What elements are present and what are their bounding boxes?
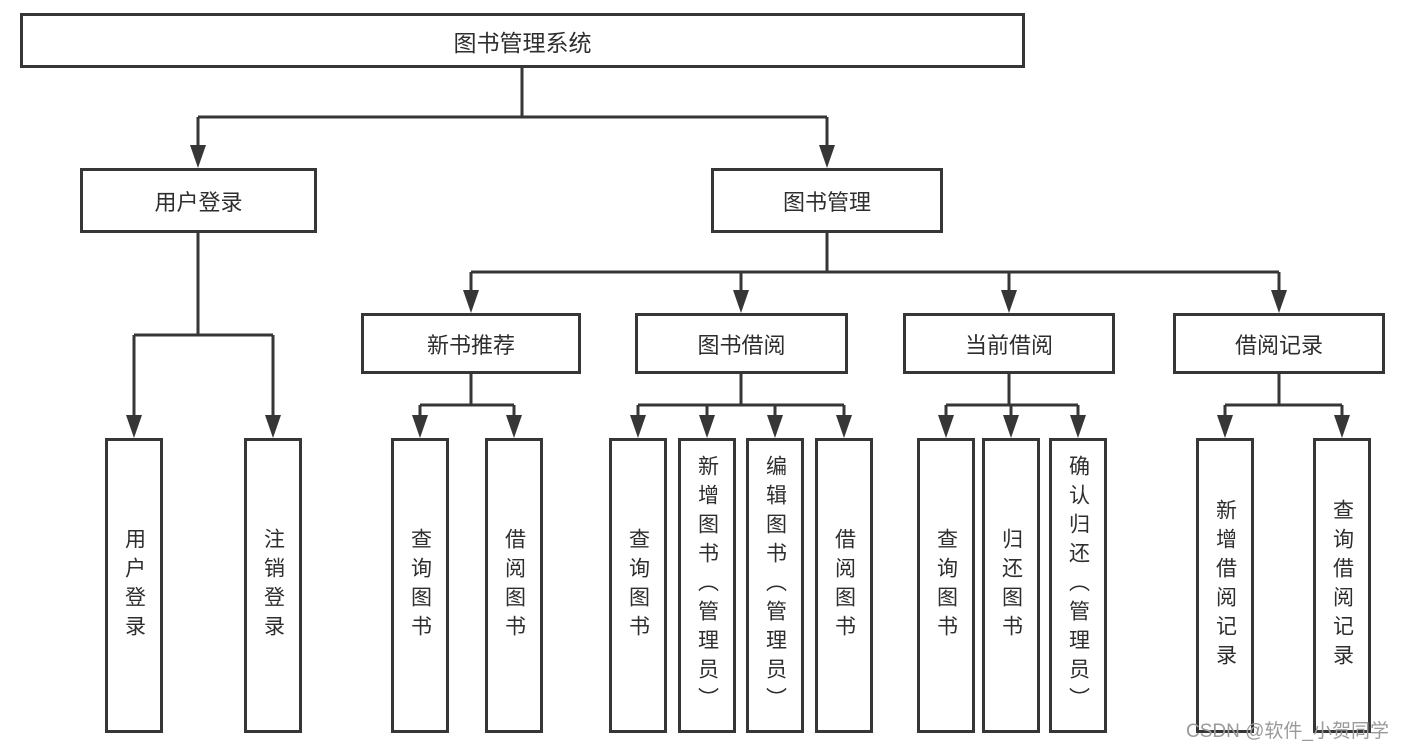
node-label: 图书管理 [782,189,871,215]
arrowheads [126,145,1350,438]
arrowhead [767,415,783,438]
leaf-user-login: 用户登录 [105,438,163,733]
leaf-query-borrow-record: 查询借阅记录 [1313,438,1371,733]
arrowhead [126,415,142,438]
node-new-book-recommend: 新书推荐 [361,313,581,374]
node-label: 当前借阅 [964,332,1053,358]
arrowhead [630,415,646,438]
leaf-label: 查询图书 [934,527,958,644]
connector-book-borrow-children [636,374,846,416]
connector-book-management-children [469,233,1281,291]
arrowhead [1271,290,1287,313]
node-user-login: 用户登录 [80,168,317,233]
node-label: 图书管理系统 [453,29,592,56]
arrowhead [1217,415,1233,438]
leaf-borrow-books: 借阅图书 [815,438,873,733]
leaf-query-books-borrow: 查询图书 [609,438,667,733]
arrowhead [412,415,428,438]
node-label: 新书推荐 [426,332,515,358]
leaf-query-books-recommend: 查询图书 [391,438,449,733]
arrowhead [190,145,206,168]
leaf-label: 借阅图书 [502,527,526,644]
node-current-borrow: 当前借阅 [903,313,1115,374]
arrowhead [836,415,852,438]
leaf-label: 查询借阅记录 [1330,498,1354,673]
leaf-label: 查询图书 [408,527,432,644]
leaf-borrow-books-recommend: 借阅图书 [485,438,543,733]
connector-root-to-level1 [196,68,829,146]
arrowhead [265,415,281,438]
arrowhead [506,415,522,438]
node-root-library-system: 图书管理系统 [20,13,1025,68]
arrowhead [938,415,954,438]
node-label: 用户登录 [154,189,243,215]
arrowhead [463,290,479,313]
leaf-label: 新增图书（管理员） [695,455,719,716]
leaf-label: 用户登录 [122,527,146,644]
arrowhead [1334,415,1350,438]
node-book-management: 图书管理 [711,168,943,233]
leaf-confirm-return-admin: 确认归还（管理员） [1049,438,1107,733]
leaf-label: 确认归还（管理员） [1066,455,1090,716]
leaf-label: 归还图书 [999,527,1023,644]
csdn-watermark: CSDN @软件_小贺同学 [1186,721,1389,742]
arrowhead [699,415,715,438]
connector-new-book-recommend-children [418,374,516,416]
node-book-borrow: 图书借阅 [635,313,848,374]
connector-paths [132,68,1344,416]
leaf-label: 注销登录 [261,527,285,644]
node-label: 图书借阅 [697,332,786,358]
connector-current-borrow-children [944,374,1080,416]
leaf-edit-books-admin: 编辑图书（管理员） [746,438,804,733]
connector-user-login-children [132,233,275,416]
leaf-add-books-admin: 新增图书（管理员） [678,438,736,733]
connector-borrow-records-children [1223,374,1344,416]
leaf-label: 借阅图书 [832,527,856,644]
leaf-return-books: 归还图书 [982,438,1040,733]
leaf-logout: 注销登录 [244,438,302,733]
leaf-add-borrow-record: 新增借阅记录 [1196,438,1254,733]
arrowhead [819,145,835,168]
arrowhead [1070,415,1086,438]
leaf-label: 编辑图书（管理员） [763,455,787,716]
arrowhead [1001,290,1017,313]
arrowhead [1003,415,1019,438]
node-borrow-records: 借阅记录 [1173,313,1385,374]
leaf-label: 新增借阅记录 [1213,498,1237,673]
leaf-label: 查询图书 [626,527,650,644]
arrowhead [733,290,749,313]
node-label: 借阅记录 [1234,332,1323,358]
leaf-query-books-current: 查询图书 [917,438,975,733]
